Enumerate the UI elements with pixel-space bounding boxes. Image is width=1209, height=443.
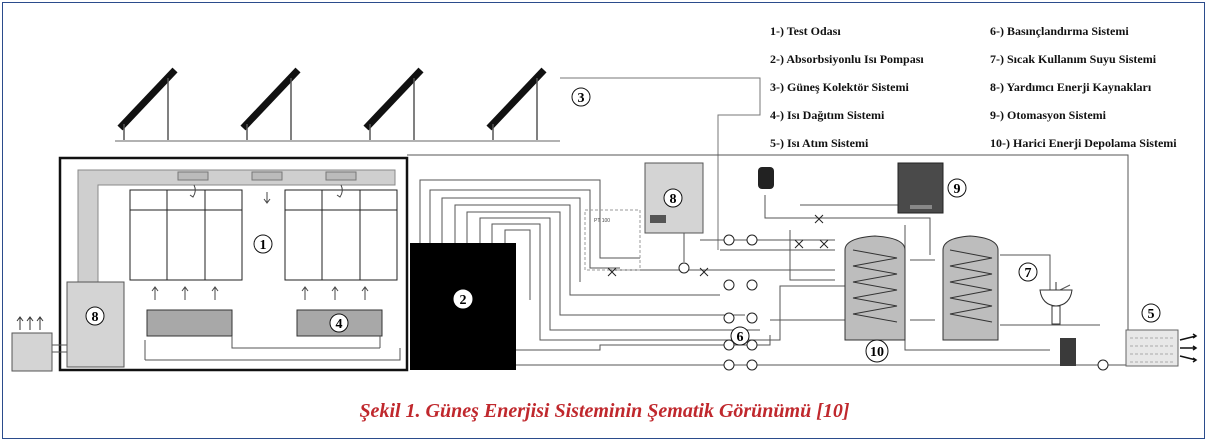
legend-item-1: 1-) Test Odası	[770, 24, 841, 38]
marker-2: 2	[453, 289, 473, 309]
marker-10: 10	[865, 339, 889, 363]
solar-collectors	[115, 67, 761, 250]
automation-panel	[897, 162, 944, 214]
svg-text:6: 6	[737, 330, 744, 345]
marker-7: 7	[1018, 262, 1038, 282]
legend-item-3: 3-) Güneş Kolektör Sistemi	[770, 80, 909, 94]
aux-energy-unit-left	[11, 281, 125, 372]
svg-text:5: 5	[1148, 307, 1155, 322]
valves-and-pumps	[607, 214, 1109, 371]
marker-6: 6	[730, 326, 750, 346]
marker-4: 4	[329, 313, 349, 333]
collector-4	[486, 67, 547, 140]
figure-caption: Şekil 1. Güneş Enerjisi Sisteminin Şemat…	[359, 400, 850, 422]
legend-item-9: 9-) Otomasyon Sistemi	[990, 108, 1107, 122]
legend-item-10: 10-) Harici Enerji Depolama Sistemi	[990, 136, 1177, 150]
pt100-label: PT 100	[594, 218, 610, 224]
piping	[407, 154, 1129, 366]
marker-9: 9	[947, 178, 967, 198]
heat-rejection-unit	[1125, 329, 1198, 367]
svg-text:8: 8	[92, 310, 99, 325]
svg-text:7: 7	[1025, 266, 1032, 281]
marker-8-center: 8	[663, 188, 683, 208]
legend-item-7: 7-) Sıcak Kullanım Suyu Sistemi	[990, 52, 1157, 66]
storage-tanks	[844, 235, 999, 341]
collector-1	[117, 67, 178, 140]
svg-text:9: 9	[954, 182, 961, 197]
legend: 1-) Test Odası 2-) Absorbsiyonlu Isı Pom…	[770, 24, 1177, 150]
aux-energy-unit-center	[644, 162, 704, 234]
legend-item-4: 4-) Isı Dağıtım Sistemi	[770, 108, 885, 122]
svg-text:10: 10	[870, 345, 884, 360]
svg-text:4: 4	[336, 317, 343, 332]
legend-item-6: 6-) Basınçlandırma Sistemi	[990, 24, 1129, 38]
svg-text:3: 3	[578, 91, 585, 106]
legend-item-8: 8-) Yardımcı Enerji Kaynakları	[990, 80, 1152, 94]
svg-text:2: 2	[460, 293, 467, 308]
sink	[1039, 282, 1073, 325]
marker-1: 1	[253, 234, 273, 254]
legend-item-2: 2-) Absorbsiyonlu Isı Pompası	[770, 52, 924, 66]
external-storage-tank	[1060, 338, 1076, 366]
collector-2	[240, 67, 301, 140]
test-room	[58, 156, 409, 372]
collector-3	[363, 67, 424, 140]
marker-3: 3	[571, 87, 591, 107]
marker-5: 5	[1141, 303, 1161, 323]
marker-8-left: 8	[85, 306, 105, 326]
svg-text:1: 1	[260, 238, 267, 253]
aux-energy-display	[650, 215, 666, 223]
expansion-vessel	[758, 167, 774, 189]
legend-item-5: 5-) Isı Atım Sistemi	[770, 136, 869, 150]
svg-text:8: 8	[670, 192, 677, 207]
